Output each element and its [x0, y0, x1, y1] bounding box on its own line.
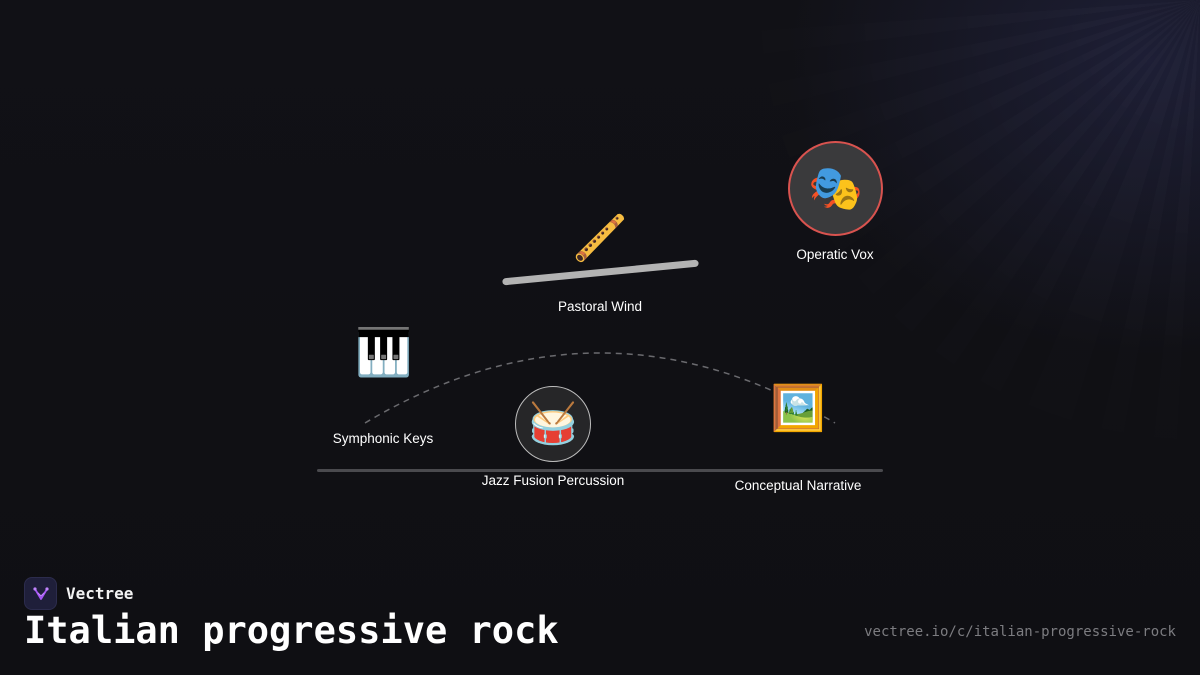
- dashed-arc-connector: [364, 352, 836, 424]
- flute-icon[interactable]: 🪈: [572, 213, 628, 265]
- symphonic-keys-glyph: 🎹: [355, 325, 413, 379]
- page-title: Italian progressive rock: [24, 609, 559, 652]
- pastoral-wind-label: Pastoral Wind: [557, 299, 643, 314]
- symphonic-keys-label: Symphonic Keys: [332, 431, 434, 446]
- jazz-fusion-percussion-label: Jazz Fusion Percussion: [481, 473, 625, 488]
- brand-lockup[interactable]: Vectree: [24, 577, 133, 610]
- drum-icon[interactable]: 🥁: [515, 386, 591, 462]
- conceptual-narrative-label: Conceptual Narrative: [734, 478, 862, 493]
- piano-keyboard-icon[interactable]: 🎹: [355, 325, 413, 379]
- vectree-logo-icon: [24, 577, 57, 610]
- performing-arts-masks-icon[interactable]: 🎭: [788, 141, 883, 236]
- operatic-vox-label: Operatic Vox: [796, 247, 874, 262]
- framed-picture-icon[interactable]: 🖼️: [770, 383, 826, 435]
- operatic-vox-glyph: 🎭: [808, 162, 863, 214]
- pastoral-wind-glyph: 🪈: [572, 213, 628, 264]
- conceptual-narrative-glyph: 🖼️: [770, 383, 826, 434]
- page-url-link[interactable]: vectree.io/c/italian-progressive-rock: [864, 624, 1176, 640]
- jazz-fusion-percussion-glyph: 🥁: [528, 401, 578, 447]
- baseline-bar: [317, 469, 883, 472]
- brand-name: Vectree: [66, 584, 134, 603]
